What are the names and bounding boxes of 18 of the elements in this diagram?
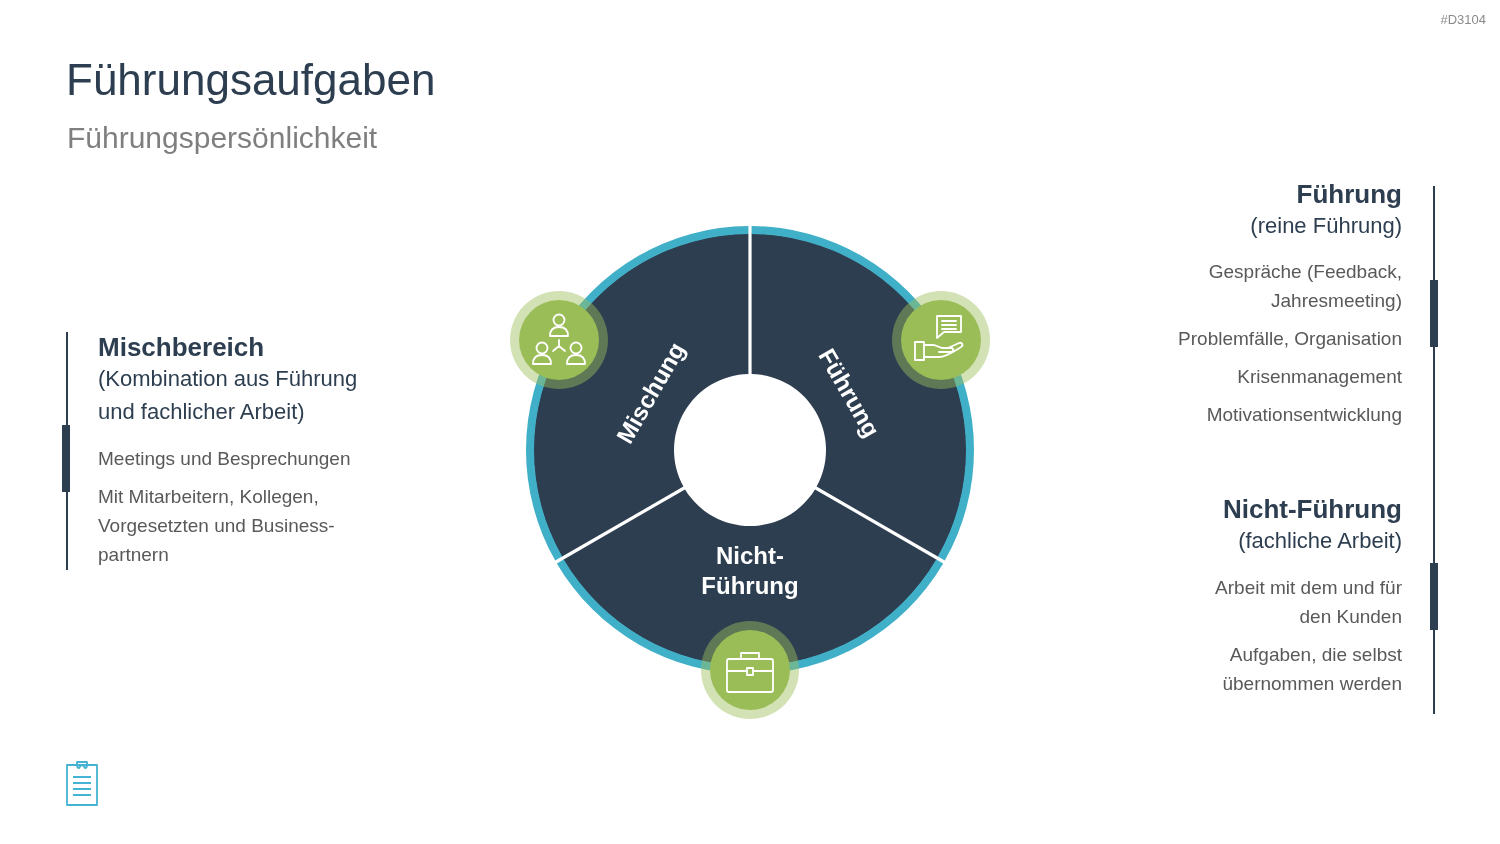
bullet-text: Arbeit mit dem und für den Kunden [1214,576,1402,629]
bullet-text: Meetings und Besprechungen [98,447,352,471]
bullet-text: Aufgaben, die selbst übernommen werden [1221,643,1402,696]
bullet-text: Gespräche (Feedback, Jahresmeeting) [1207,260,1402,313]
bullet-text: Krisenmanagement [1237,365,1402,389]
slide-code: #D3104 [1440,12,1486,28]
section-heading: Nicht-Führung [1222,494,1402,524]
section-subheading: (fachliche Arbeit) [1238,527,1402,555]
bullet-text: Motivationsentwicklung [1206,403,1402,427]
bullet-text: Mit Mitarbeitern, Kollegen, Vorgesetzten und Business-partnern [98,485,336,567]
title: Führungsaufgaben [66,55,436,105]
section-heading: Führung [1296,179,1402,209]
segment-label: Nicht-Führung [700,541,800,601]
bullet-text: Problemfälle, Organisation [1178,327,1402,351]
section-heading: Mischbereich [98,332,266,362]
section-subheading: (Kombination aus Führung und fachlicher Arbeit) [98,365,359,426]
subtitle: Führungspersönlichkeit [67,120,378,156]
section-subheading: (reine Führung) [1250,212,1402,240]
